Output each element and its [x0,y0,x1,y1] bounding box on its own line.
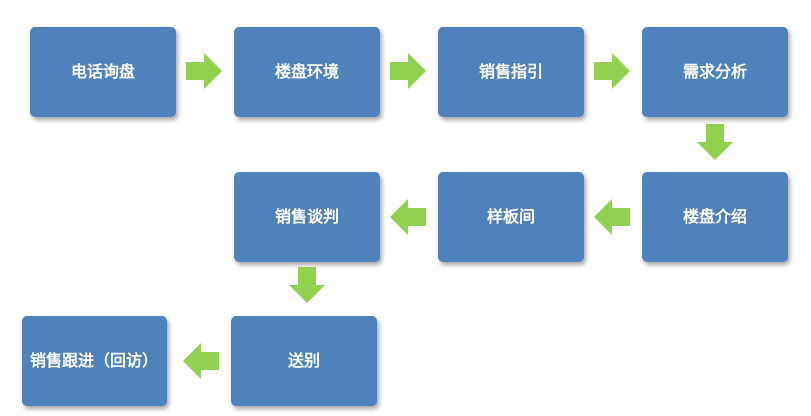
step-label: 电话询盘 [70,61,135,81]
step-sales-negotiation: 销售谈判 [234,172,380,262]
step-label: 销售指引 [478,61,543,81]
step-label: 销售跟进（回访） [30,350,159,370]
step-farewell: 送别 [231,316,377,406]
arrow-left-icon [183,343,219,379]
arrow-down-icon [697,124,733,160]
arrow-right-icon [390,53,426,89]
step-phone-inquiry: 电话询盘 [30,27,176,117]
step-label: 送别 [287,350,320,370]
step-label: 销售谈判 [274,206,339,226]
step-label: 样板间 [486,206,535,226]
arrow-left-icon [594,199,630,235]
step-needs-analysis: 需求分析 [642,27,788,117]
step-sales-follow-up: 销售跟进（回访） [22,316,167,406]
arrow-left-icon [390,199,426,235]
step-property-environment: 楼盘环境 [234,27,380,117]
arrow-down-icon [289,267,325,303]
step-label: 需求分析 [682,61,747,81]
step-label: 楼盘环境 [274,61,339,81]
arrow-right-icon [594,53,630,89]
step-sales-guidance: 销售指引 [438,27,584,117]
step-property-introduction: 楼盘介绍 [642,172,788,262]
step-label: 楼盘介绍 [682,206,747,226]
arrow-right-icon [186,53,222,89]
step-show-flat: 样板间 [438,172,584,262]
